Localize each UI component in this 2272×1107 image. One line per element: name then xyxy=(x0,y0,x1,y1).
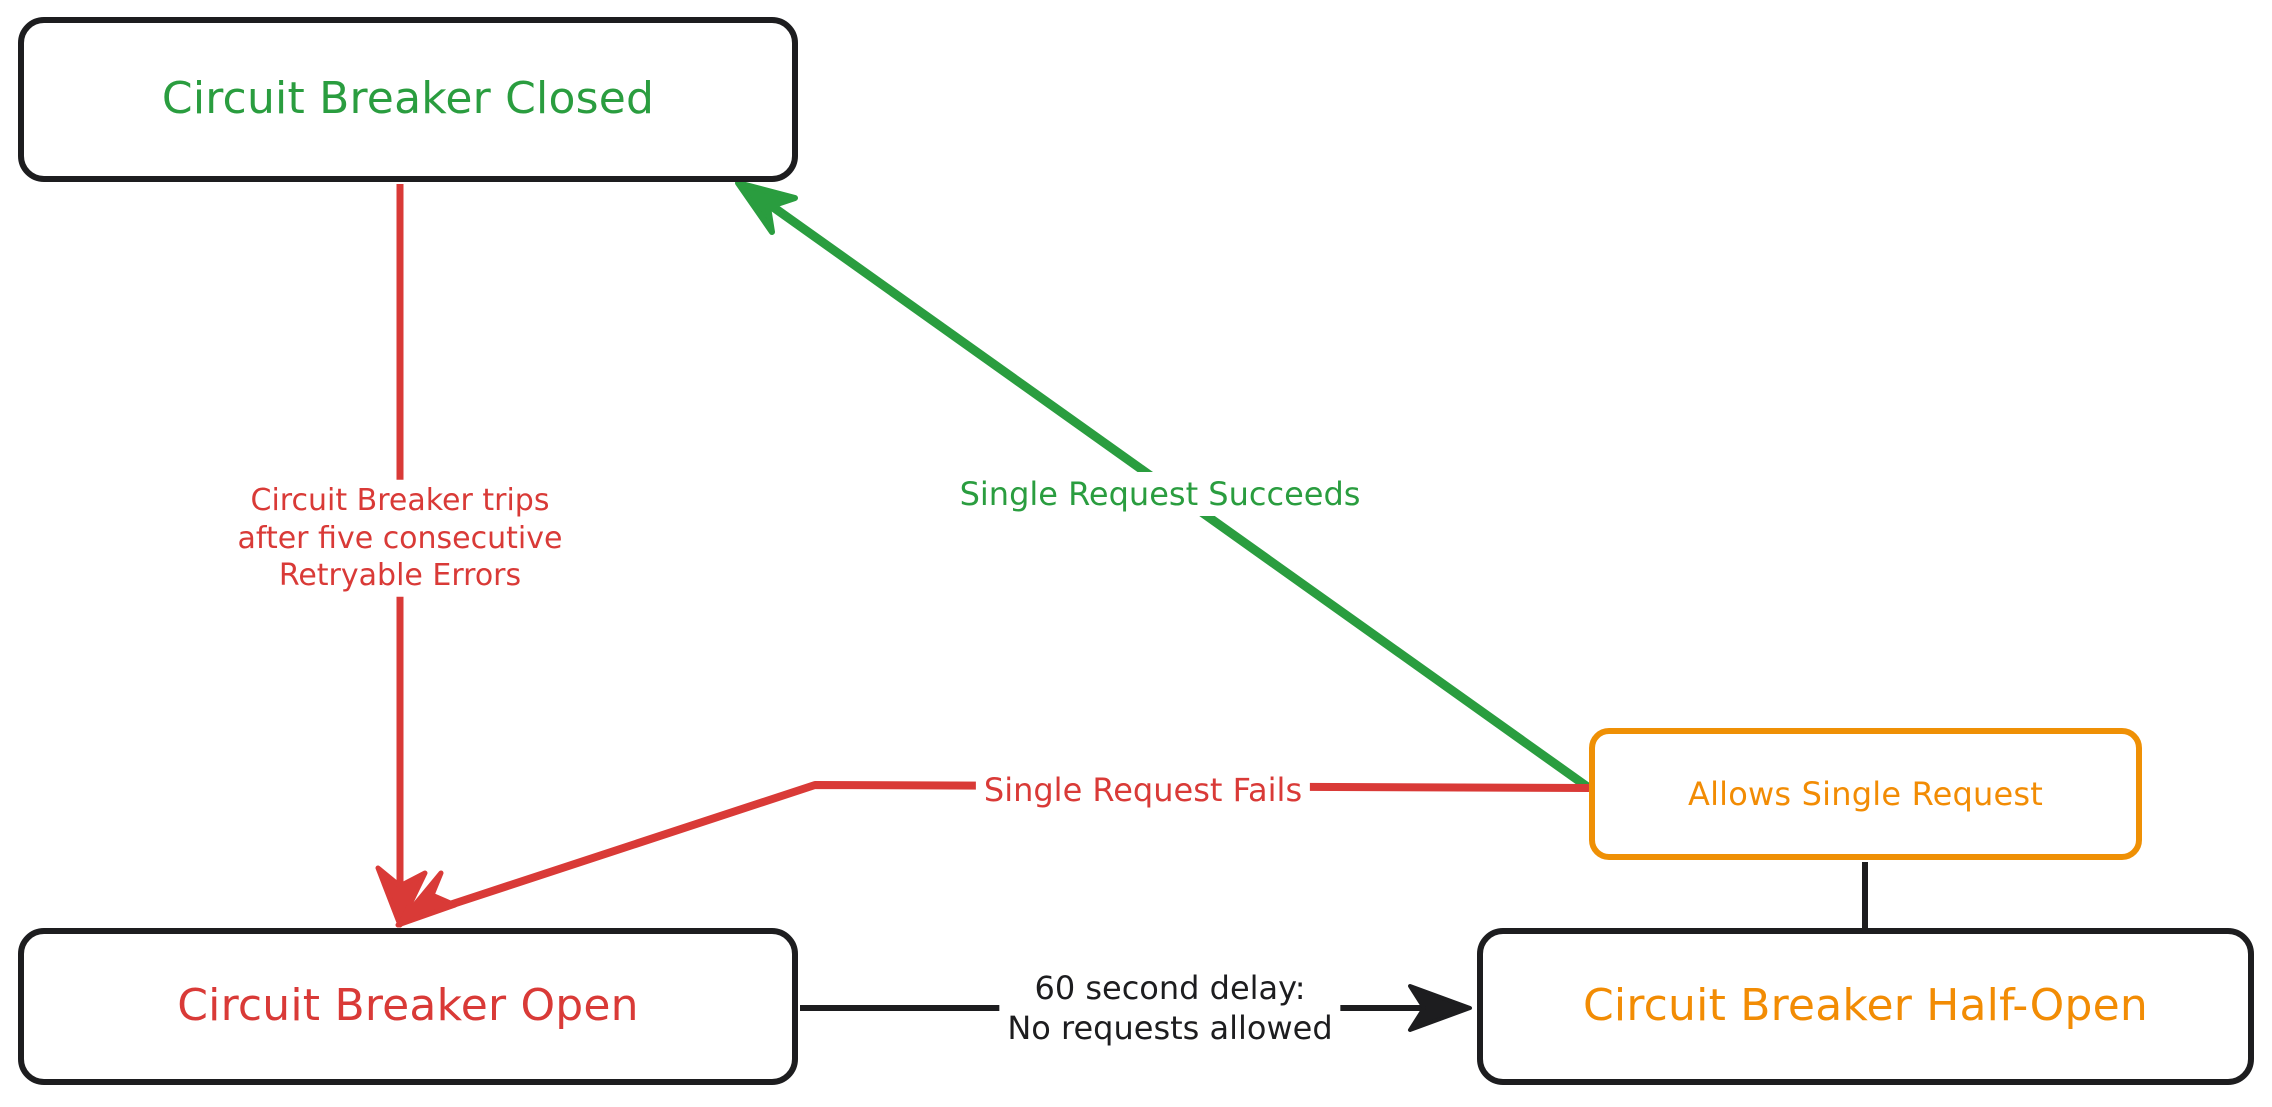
edge-label-open-to-half-open: 60 second delay: No requests allowed xyxy=(999,966,1341,1050)
node-circuit-breaker-closed[interactable]: Circuit Breaker Closed xyxy=(18,17,798,182)
edge-label-closed-to-open: Circuit Breaker trips after five consecu… xyxy=(229,479,571,597)
node-circuit-breaker-open[interactable]: Circuit Breaker Open xyxy=(18,928,798,1085)
node-label-half-open: Circuit Breaker Half-Open xyxy=(1583,980,2148,1032)
node-allows-single-request[interactable]: Allows Single Request xyxy=(1589,728,2142,860)
node-label-closed: Circuit Breaker Closed xyxy=(161,73,655,125)
edge-label-allows-to-closed: Single Request Succeeds xyxy=(951,472,1369,516)
node-label-allows-single-request: Allows Single Request xyxy=(1688,774,2043,813)
node-label-open: Circuit Breaker Open xyxy=(177,980,639,1032)
node-circuit-breaker-half-open[interactable]: Circuit Breaker Half-Open xyxy=(1477,928,2254,1085)
edge-label-allows-to-open: Single Request Fails xyxy=(975,768,1311,812)
